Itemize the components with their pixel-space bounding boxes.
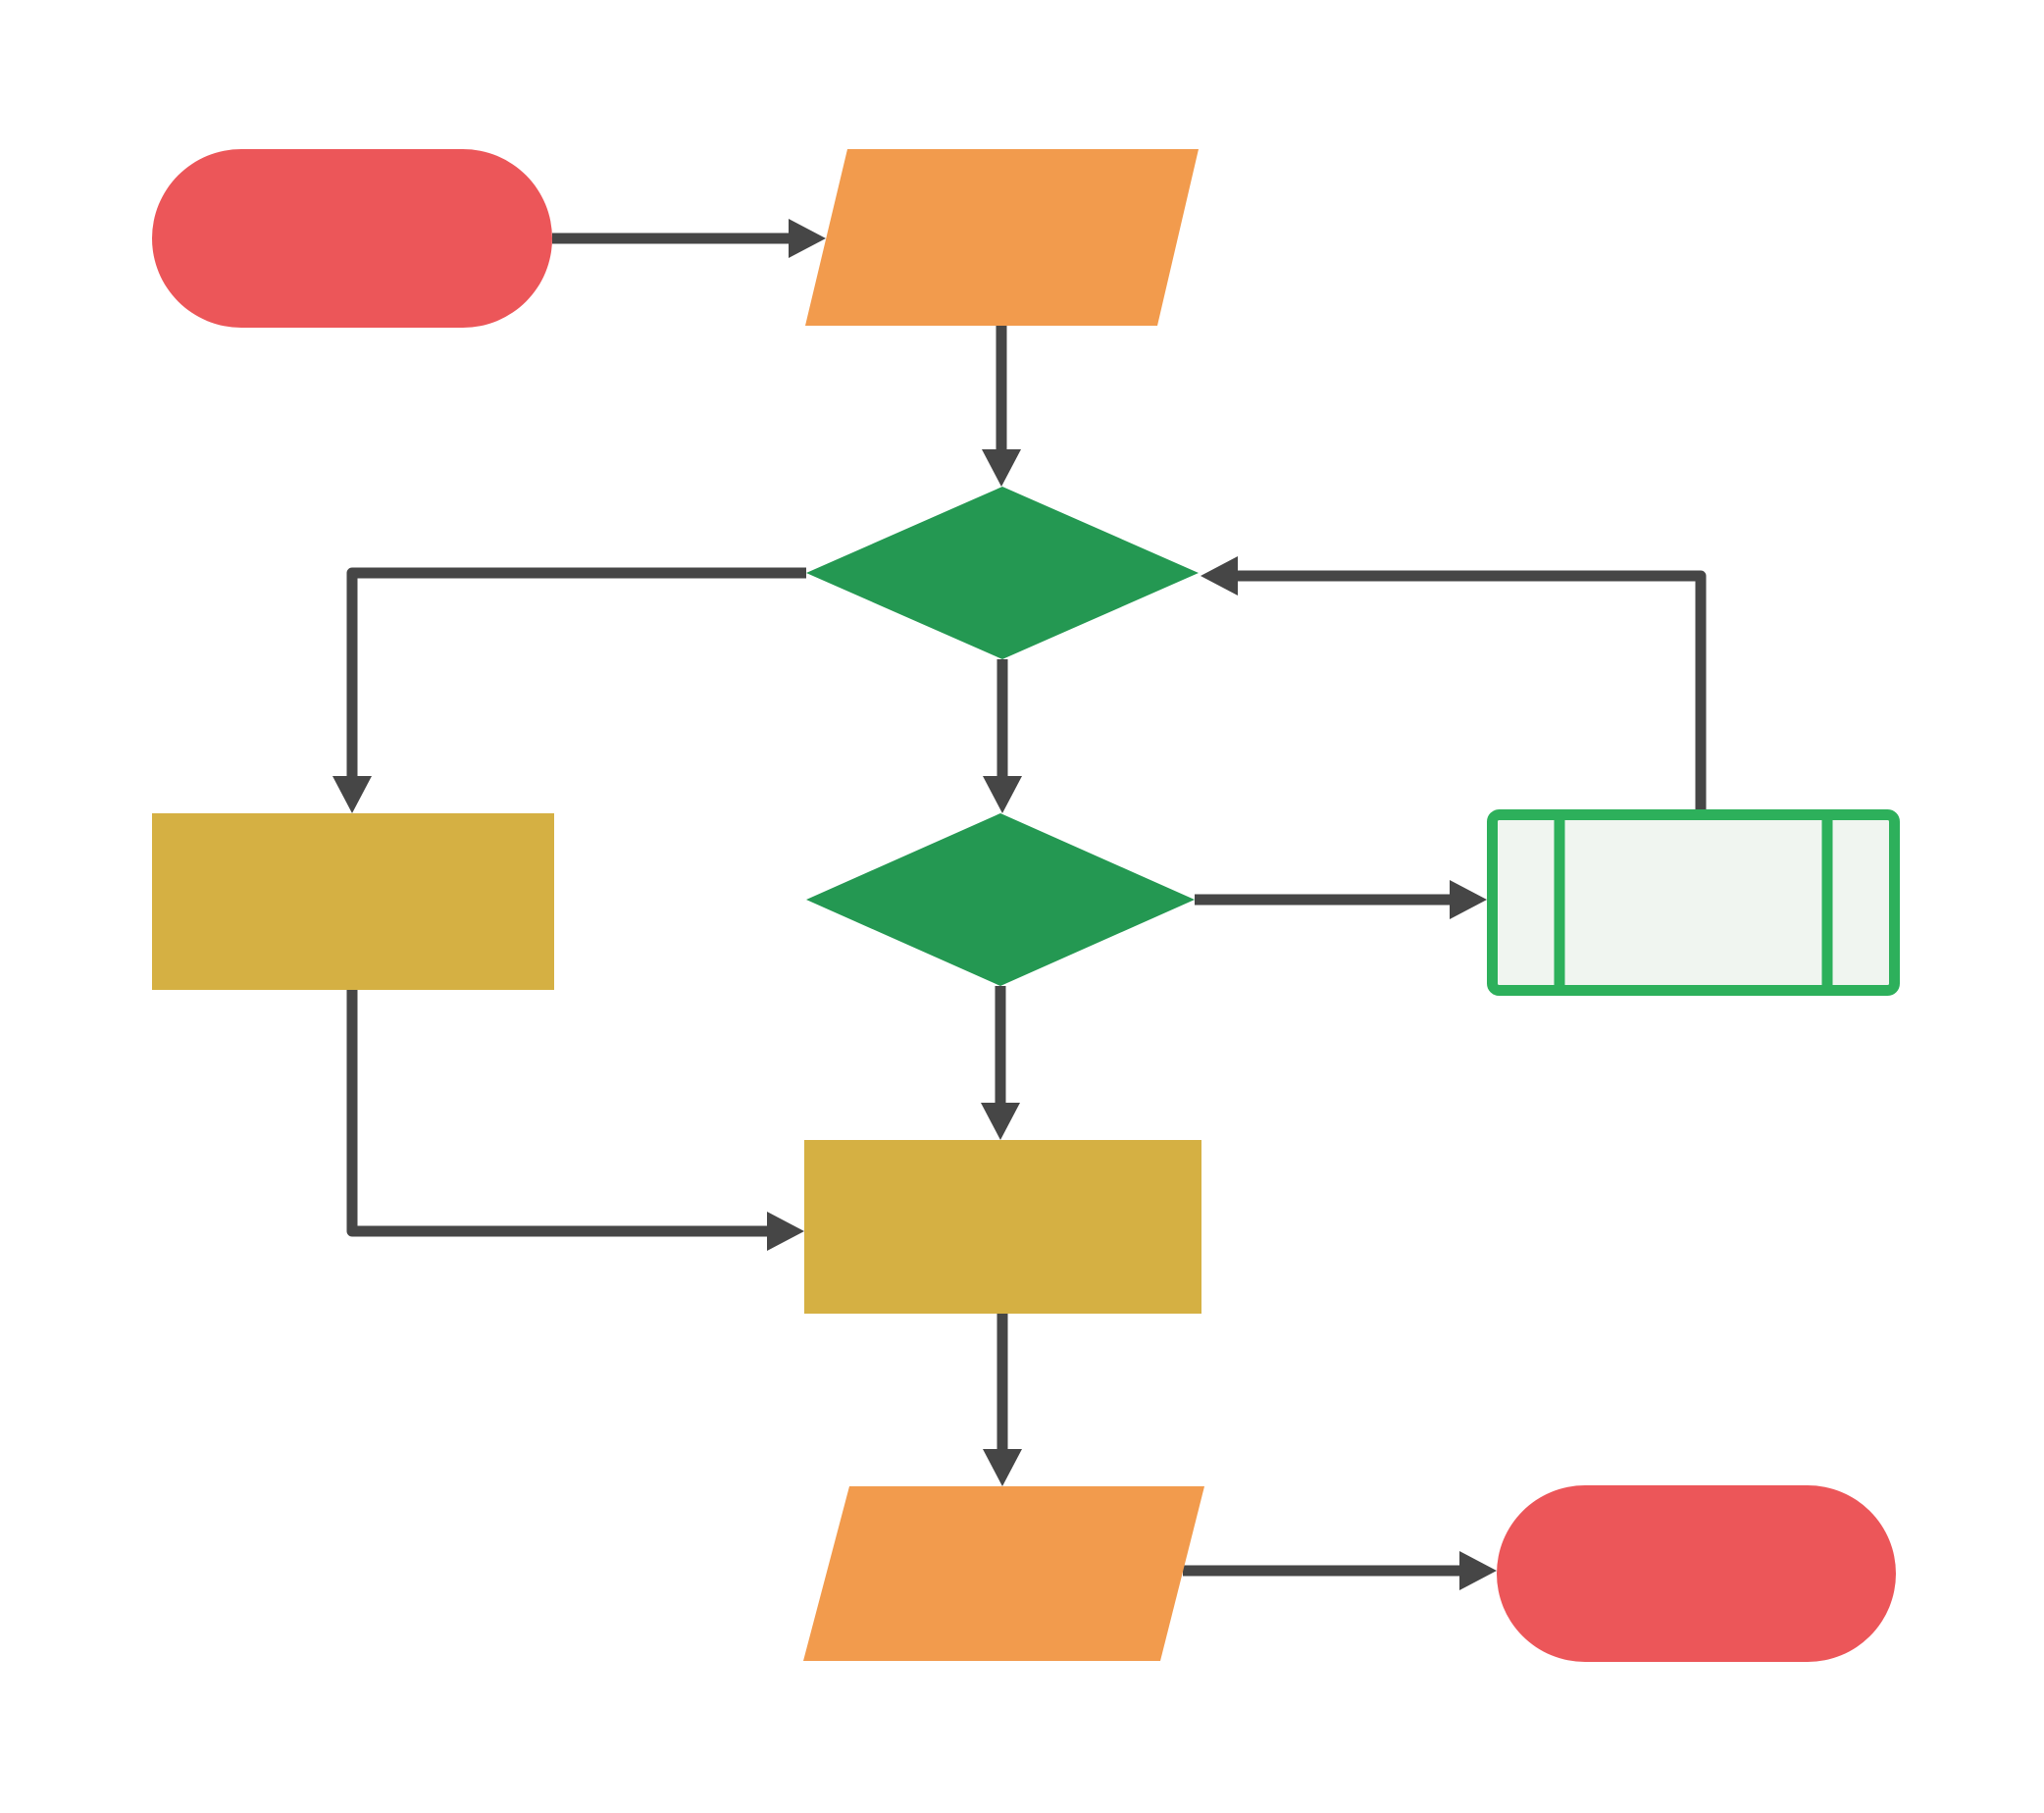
arrowhead bbox=[981, 1103, 1020, 1140]
arrowhead bbox=[983, 1449, 1022, 1486]
predefined-process-body bbox=[1487, 809, 1900, 996]
start-terminator[interactable] bbox=[152, 149, 552, 328]
process-left[interactable] bbox=[152, 813, 554, 990]
arrowhead bbox=[982, 449, 1021, 487]
process-center[interactable] bbox=[804, 1140, 1201, 1314]
connector-predefined-to-decision1[interactable] bbox=[1201, 556, 1707, 811]
connector-line bbox=[346, 567, 806, 776]
arrowhead bbox=[789, 219, 826, 258]
arrowhead bbox=[1450, 880, 1487, 919]
connector-decision2-to-predefined[interactable] bbox=[1195, 880, 1487, 919]
predefined-process[interactable] bbox=[1487, 809, 1900, 996]
connector-center-to-output[interactable] bbox=[983, 1314, 1022, 1486]
arrowhead bbox=[767, 1212, 804, 1251]
input-parallelogram[interactable] bbox=[805, 149, 1199, 326]
connector-process-left-to-center[interactable] bbox=[346, 990, 804, 1251]
connector-input-to-decision1[interactable] bbox=[982, 326, 1021, 487]
output-parallelogram[interactable] bbox=[803, 1486, 1204, 1661]
arrowhead bbox=[1459, 1551, 1497, 1590]
arrowhead bbox=[1201, 556, 1238, 596]
decision-2[interactable] bbox=[806, 813, 1195, 986]
connector-line bbox=[346, 990, 767, 1237]
connector-output-to-end[interactable] bbox=[1183, 1551, 1497, 1590]
end-terminator[interactable] bbox=[1497, 1485, 1896, 1662]
connector-decision1-to-decision2[interactable] bbox=[983, 659, 1022, 813]
connector-line bbox=[1238, 570, 1707, 811]
connector-decision2-to-center[interactable] bbox=[981, 986, 1020, 1140]
connector-decision1-to-process-left[interactable] bbox=[332, 567, 806, 813]
connector-start-to-input[interactable] bbox=[552, 219, 826, 258]
arrowhead bbox=[332, 776, 372, 813]
decision-1[interactable] bbox=[806, 487, 1199, 659]
arrowhead bbox=[983, 776, 1022, 813]
